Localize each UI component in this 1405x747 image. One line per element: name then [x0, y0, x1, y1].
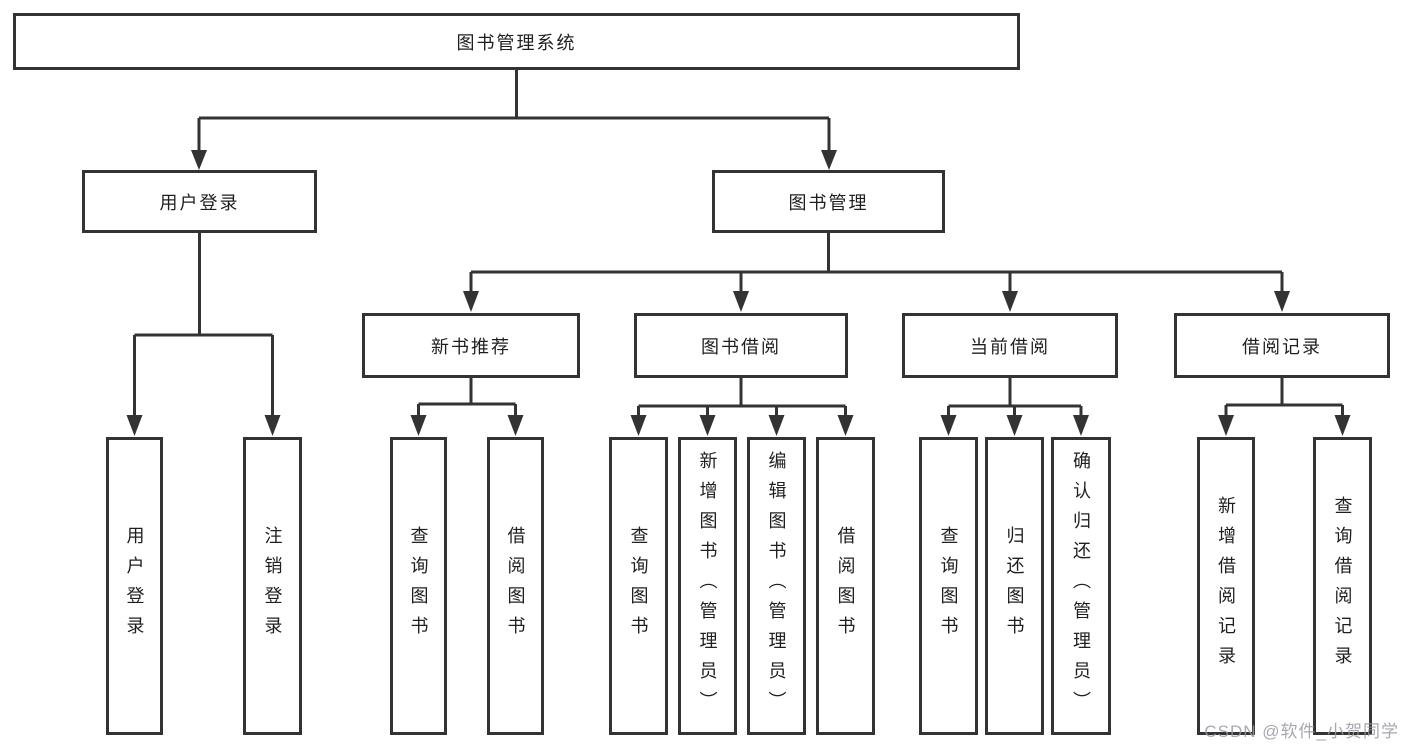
leaf-query-books-current: 查询图书 [919, 437, 978, 735]
node-current-borrowing: 当前借阅 [902, 313, 1118, 378]
leaf-query-borrow-record: 查询借阅记录 [1313, 437, 1372, 735]
node-borrowing-records: 借阅记录 [1174, 313, 1390, 378]
leaf-logout: 注销登录 [243, 437, 302, 735]
leaf-confirm-return-admin: 确认归还（管理员） [1051, 437, 1111, 735]
arrowhead-icons [126, 150, 1351, 436]
csdn-watermark: CSDN @软件_小贺同学 [1204, 722, 1399, 741]
leaf-user-login: 用户登录 [106, 437, 163, 735]
leaf-add-book-admin: 新增图书（管理员） [678, 437, 737, 735]
leaf-borrow-books-recommend: 借阅图书 [487, 437, 544, 735]
node-user-login: 用户登录 [82, 170, 317, 233]
node-book-borrowing: 图书借阅 [634, 313, 848, 378]
leaf-edit-book-admin: 编辑图书（管理员） [747, 437, 806, 735]
leaf-add-borrow-record: 新增借阅记录 [1197, 437, 1255, 735]
node-new-book-recommendation: 新书推荐 [362, 313, 580, 378]
node-root-system: 图书管理系统 [13, 13, 1020, 70]
leaf-query-books-recommend: 查询图书 [390, 437, 447, 735]
leaf-query-books-borrow: 查询图书 [609, 437, 668, 735]
leaf-borrow-books: 借阅图书 [816, 437, 875, 735]
node-book-management: 图书管理 [712, 170, 945, 233]
leaf-return-books: 归还图书 [985, 437, 1044, 735]
